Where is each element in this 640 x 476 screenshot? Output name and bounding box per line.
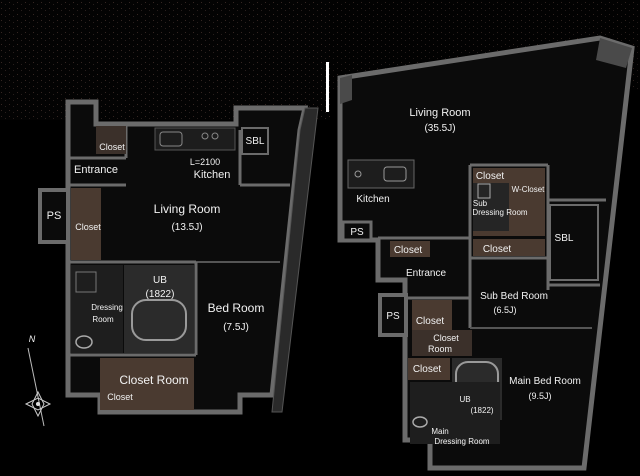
left-dressing-label-1: Dressing: [91, 303, 123, 312]
right-sub-dressing-room: [473, 183, 509, 231]
left-closet-bottom-label: Closet: [107, 392, 133, 402]
washer-icon: [75, 271, 97, 293]
right-closet-room-label-1: Closet: [433, 333, 459, 343]
compass-north-label: N: [29, 334, 36, 344]
right-kitchen-label: Kitchen: [356, 194, 389, 205]
right-entrance-label: Entrance: [406, 268, 446, 279]
left-closet-top: [96, 126, 126, 154]
right-sbl-box: [549, 204, 599, 281]
right-closet-a-label: Closet: [394, 245, 423, 256]
right-closet-room: [412, 330, 472, 356]
left-sbl-label: SBL: [246, 136, 265, 147]
right-sbl-label: SBL: [555, 233, 574, 244]
right-living-room-label: Living Room: [409, 107, 470, 119]
left-dressing-room: [71, 265, 123, 353]
night-view-left: [0, 0, 330, 120]
left-closet-top-label: Closet: [99, 142, 125, 152]
right-sub-dressing-label-1: Sub: [473, 199, 488, 208]
right-main-dressing-label-2: Dressing Room: [434, 437, 489, 446]
left-ps-box: [38, 188, 70, 244]
left-unit: Closet SBL Entrance L=2100 Kitchen PS Cl…: [38, 99, 319, 415]
left-bed-room-size: (7.5J): [223, 322, 249, 333]
left-closet-side: [71, 188, 101, 260]
right-closet-a: [390, 241, 430, 257]
stove-icon: [201, 132, 209, 140]
right-closet-c: [412, 300, 452, 330]
right-sub-bed-room-size: (6.5J): [493, 305, 516, 315]
stove-icon: [354, 170, 362, 178]
right-ps-bottom-label: PS: [386, 311, 400, 322]
left-ps-label: PS: [47, 210, 62, 222]
right-ps-top-box: [341, 220, 373, 242]
right-kitchen-counter: [347, 159, 415, 189]
right-corner-column: [596, 38, 632, 68]
left-balcony: [271, 107, 319, 413]
right-ps-top-label: PS: [350, 227, 364, 238]
left-living-room-label: Living Room: [154, 202, 221, 216]
left-entrance-label: Entrance: [74, 164, 118, 176]
left-closet-room: [100, 358, 194, 410]
sink-icon: [159, 131, 183, 147]
right-ub-label: UB: [459, 395, 470, 404]
bathtub-icon: [131, 299, 187, 341]
left-living-room-size: (13.5J): [171, 222, 202, 233]
left-ub-size: (1822): [146, 289, 175, 300]
right-main-dressing-label-1: Main: [431, 427, 448, 436]
left-closet-room-label: Closet Room: [119, 373, 188, 387]
divider-mark: [326, 62, 329, 112]
right-sub-dressing-label-2: Dressing Room: [472, 208, 527, 217]
right-ps-bottom-box: [378, 293, 408, 337]
right-closet-c-label: Closet: [416, 316, 445, 327]
right-living-room-size: (35.5J): [424, 123, 455, 134]
left-dressing-label-2: Room: [92, 315, 114, 324]
right-closet-b-label: Closet: [483, 244, 512, 255]
sink-icon: [383, 166, 407, 182]
right-closet-d-label: Closet: [413, 364, 442, 375]
right-unit: Living Room (35.5J) Closet W-Closet Sub …: [337, 35, 635, 471]
left-kitchen-counter: [154, 127, 236, 151]
left-closet-side-label: Closet: [75, 222, 101, 232]
right-main-bed-room-size: (9.5J): [528, 391, 551, 401]
left-kitchen-length-label: L=2100: [190, 157, 220, 167]
right-closet-upper-label: Closet: [476, 171, 505, 182]
right-ub-size: (1822): [470, 406, 493, 415]
right-closet-room-label-2: Room: [428, 344, 452, 354]
toilet-icon: [75, 335, 93, 349]
right-main-bed-room-label: Main Bed Room: [509, 376, 581, 387]
right-w-closet-label: W-Closet: [512, 185, 546, 194]
right-main-dressing-room: [410, 382, 500, 444]
left-sbl-box: [241, 127, 269, 155]
toilet-icon: [412, 416, 428, 428]
stove-icon: [211, 132, 219, 140]
right-closet-b: [473, 239, 545, 256]
left-ub: [124, 265, 194, 353]
right-closet-d: [408, 358, 450, 380]
left-kitchen-label: Kitchen: [194, 169, 231, 181]
left-ub-label: UB: [153, 275, 167, 286]
left-bed-room-label: Bed Room: [208, 301, 265, 315]
right-sub-bed-room-label: Sub Bed Room: [480, 291, 548, 302]
toilet-icon: [477, 183, 491, 199]
compass-icon: N: [24, 334, 52, 427]
right-corner-column: [340, 75, 352, 104]
